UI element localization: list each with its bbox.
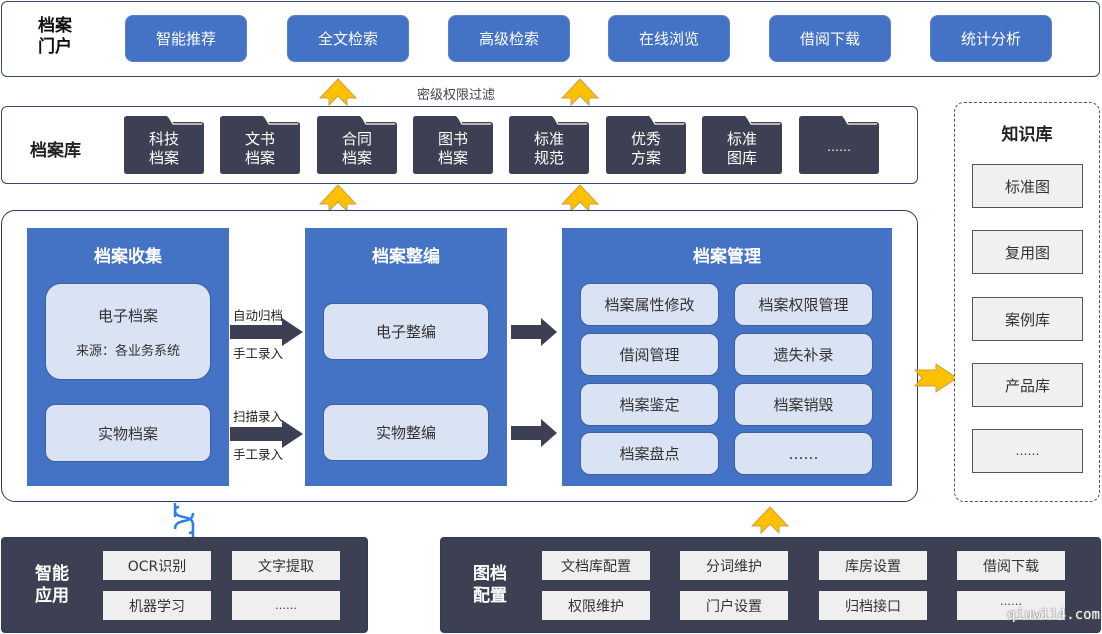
physical-organization-box[interactable]: 实物整编 xyxy=(323,404,489,461)
portal-button-advanced-search[interactable]: 高级检索 xyxy=(448,15,570,62)
config-word-segmentation[interactable]: 分词维护 xyxy=(680,551,788,580)
config-archive-interface[interactable]: 归档接口 xyxy=(819,591,927,620)
config-borrow-download[interactable]: 借阅下载 xyxy=(957,551,1065,580)
management-item-appraisal[interactable]: 档案鉴定 xyxy=(580,383,719,426)
folder-icon xyxy=(509,116,589,174)
portal-button-online-browse[interactable]: 在线浏览 xyxy=(608,15,730,62)
config-permission-maintenance[interactable]: 权限维护 xyxy=(542,591,650,620)
folder-book-archive[interactable]: 图书档案 xyxy=(413,116,493,174)
folder-contract-archive[interactable]: 合同档案 xyxy=(317,116,397,174)
config-warehouse-settings[interactable]: 库房设置 xyxy=(819,551,927,580)
management-item-inventory[interactable]: 档案盘点 xyxy=(580,432,719,475)
config-doc-library[interactable]: 文档库配置 xyxy=(542,551,650,580)
folder-icon xyxy=(702,116,782,174)
management-item-destruction[interactable]: 档案销毁 xyxy=(734,383,873,426)
up-arrow-icon xyxy=(319,78,357,106)
folder-document-archive[interactable]: 文书档案 xyxy=(220,116,300,174)
folder-icon xyxy=(317,116,397,174)
portal-button-statistics[interactable]: 统计分析 xyxy=(930,15,1052,62)
flow-label-manual-entry: 手工录入 xyxy=(233,447,284,462)
management-item-permission[interactable]: 档案权限管理 xyxy=(734,283,873,326)
electronic-organization-box[interactable]: 电子整编 xyxy=(323,303,489,360)
folder-icon xyxy=(606,116,686,174)
portal-title: 档案 门户 xyxy=(38,16,72,57)
management-item-attribute-edit[interactable]: 档案属性修改 xyxy=(580,283,719,326)
organization-title: 档案整编 xyxy=(372,247,440,267)
right-arrow-icon xyxy=(511,318,557,346)
folder-excellent-plans[interactable]: 优秀方案 xyxy=(606,116,686,174)
source-label: 来源：各业务系统 xyxy=(75,343,180,359)
config-portal-settings[interactable]: 门户设置 xyxy=(680,591,788,620)
electronic-archive-box[interactable]: 电子档案 来源：各业务系统 xyxy=(45,283,211,380)
folder-icon xyxy=(220,116,300,174)
up-arrow-icon xyxy=(561,78,599,106)
drawing-config-title: 图档 配置 xyxy=(473,564,507,606)
right-arrow-icon xyxy=(230,318,303,346)
folder-icon xyxy=(124,116,204,174)
knowledge-item-more[interactable]: …… xyxy=(972,429,1083,473)
smart-app-ocr[interactable]: OCR识别 xyxy=(103,551,211,580)
flow-label-auto-archive: 自动归档 xyxy=(233,308,284,323)
folder-standards[interactable]: 标准规范 xyxy=(509,116,589,174)
folder-tech-archive[interactable]: 科技档案 xyxy=(124,116,204,174)
right-arrow-icon xyxy=(914,363,958,393)
folder-icon xyxy=(799,116,879,174)
portal-button-borrow-download[interactable]: 借阅下载 xyxy=(769,15,891,62)
management-item-loss-supplement[interactable]: 遗失补录 xyxy=(734,333,873,376)
management-item-borrow[interactable]: 借阅管理 xyxy=(580,333,719,376)
portal-button-fulltext-search[interactable]: 全文检索 xyxy=(287,15,409,62)
knowledge-base-title: 知识库 xyxy=(1001,125,1053,145)
link-icon xyxy=(173,503,195,537)
smart-apps-title: 智能 应用 xyxy=(35,564,69,606)
collection-title: 档案收集 xyxy=(94,247,162,267)
right-arrow-icon xyxy=(511,419,557,447)
folder-icon xyxy=(413,116,493,174)
folder-more[interactable]: …… xyxy=(799,116,879,174)
smart-app-machine-learning[interactable]: 机器学习 xyxy=(103,591,211,620)
up-arrow-icon xyxy=(751,506,789,534)
physical-archive-box[interactable]: 实物档案 xyxy=(45,404,211,462)
config-more[interactable]: …… xyxy=(957,591,1065,620)
smart-app-more[interactable]: …… xyxy=(232,591,340,620)
flow-label-manual-entry: 手工录入 xyxy=(233,346,284,361)
portal-button-smart-recommend[interactable]: 智能推荐 xyxy=(125,15,247,62)
flow-label-scan-entry: 扫描录入 xyxy=(233,409,284,424)
management-item-more[interactable]: …… xyxy=(734,432,873,475)
knowledge-item-reuse-drawing[interactable]: 复用图 xyxy=(972,230,1083,274)
knowledge-item-case-library[interactable]: 案例库 xyxy=(972,297,1083,341)
folder-standard-drawings[interactable]: 标准图库 xyxy=(702,116,782,174)
knowledge-item-standard-drawing[interactable]: 标准图 xyxy=(972,164,1083,208)
watermark: qiuw114.com xyxy=(1007,607,1100,623)
knowledge-item-product-library[interactable]: 产品库 xyxy=(972,363,1083,407)
management-title: 档案管理 xyxy=(693,247,761,267)
archive-library-title: 档案库 xyxy=(30,141,81,161)
up-arrow-icon xyxy=(319,184,357,212)
smart-app-text-extraction[interactable]: 文字提取 xyxy=(232,551,340,580)
up-arrow-icon xyxy=(561,184,599,212)
security-filter-label: 密级权限过滤 xyxy=(417,88,496,103)
right-arrow-icon xyxy=(230,420,303,448)
